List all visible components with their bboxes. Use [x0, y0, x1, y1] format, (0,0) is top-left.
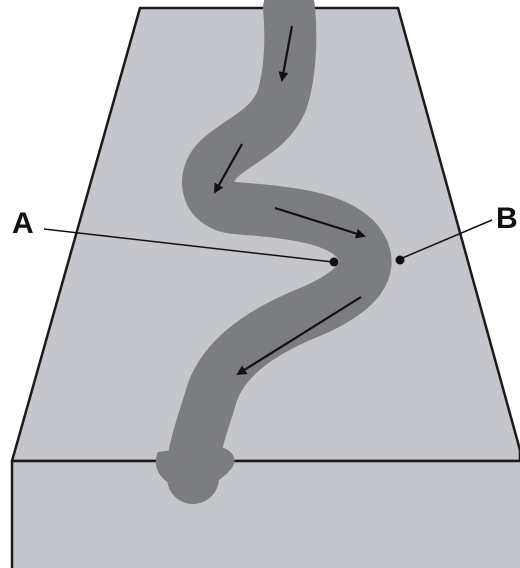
leader-line-a — [43, 228, 334, 263]
flow-arrow-3 — [274, 206, 366, 239]
point-a-marker — [329, 257, 339, 267]
label-b: B — [496, 202, 518, 235]
point-b-marker — [395, 255, 405, 265]
flow-arrow-2 — [214, 143, 243, 194]
label-a: A — [12, 207, 34, 240]
flow-arrow-4 — [236, 296, 362, 376]
land-front-face — [10, 459, 520, 568]
leader-line-b — [399, 219, 493, 260]
river-channel — [166, 0, 392, 504]
river-end-blob — [155, 445, 235, 490]
flow-arrow-1 — [278, 25, 294, 82]
